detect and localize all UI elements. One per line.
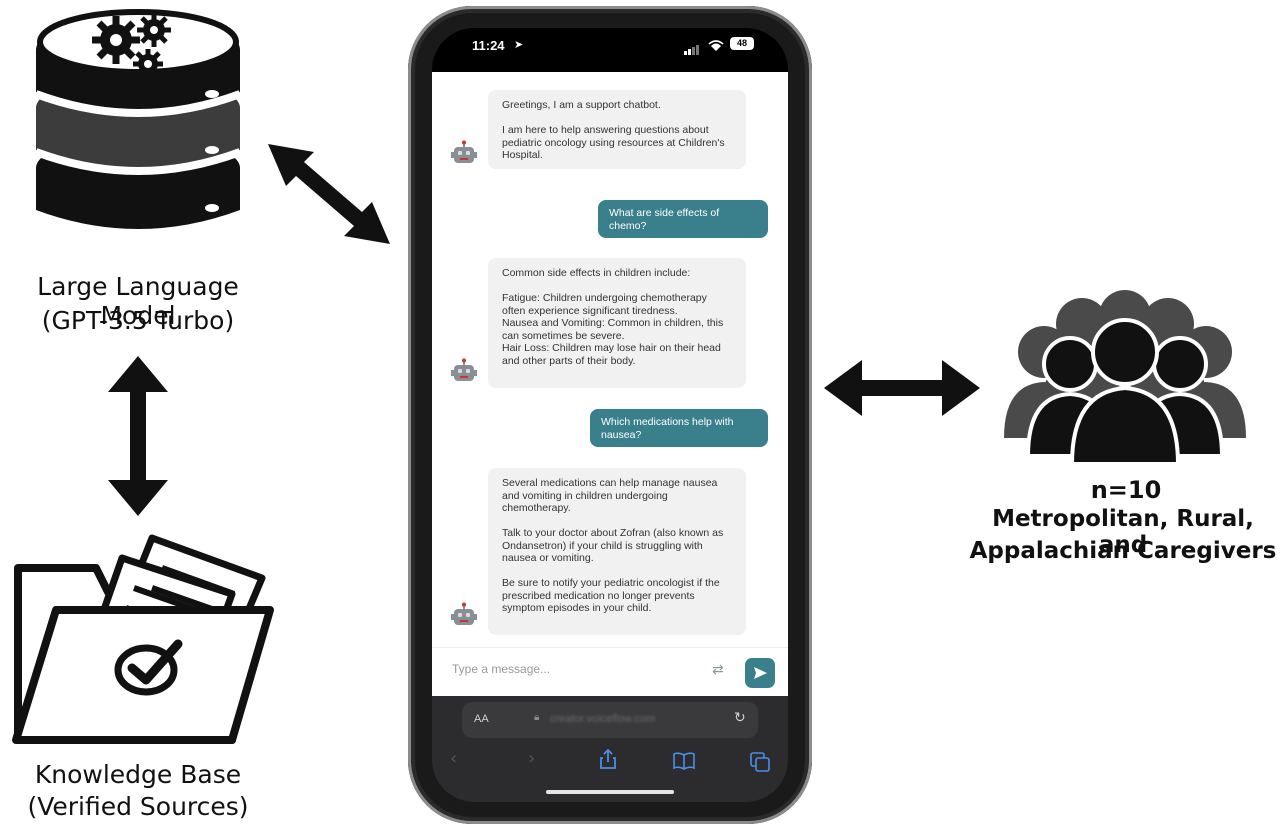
people-icon — [1004, 290, 1246, 464]
checkmark-icon — [114, 639, 183, 696]
refresh-icon[interactable]: ⇄ — [712, 662, 724, 678]
database-icon — [34, 9, 242, 229]
lock-icon: 🔒︎ — [534, 712, 540, 723]
signal-icon — [684, 40, 700, 59]
share-icon[interactable] — [598, 748, 618, 770]
battery-icon: 48 — [730, 37, 754, 50]
forward-icon[interactable]: › — [528, 748, 536, 769]
bot-message: Common side effects in children include:… — [488, 258, 746, 388]
status-time: 11:24 — [472, 38, 505, 53]
bookmarks-icon[interactable] — [672, 752, 696, 770]
caregiver-line2: Appalachian Caregivers — [969, 538, 1277, 564]
double-arrow-icon — [108, 356, 168, 516]
llm-title: Large Language Model — [37, 272, 239, 330]
home-indicator — [546, 790, 674, 794]
status-bar: 11:24 ➤ 48 — [432, 28, 788, 72]
caregiver-count: n=10 — [1090, 476, 1162, 504]
reload-icon[interactable]: ↻ — [734, 710, 746, 726]
send-icon — [754, 667, 767, 679]
phone-screen: 11:24 ➤ 48 Greetings, I am a support cha… — [432, 28, 788, 802]
location-icon: ➤ — [514, 38, 524, 51]
bot-message: Greetings, I am a support chatbot. I am … — [488, 90, 746, 169]
gears-icon — [92, 13, 171, 79]
browser-toolbar: AA 🔒︎ creator.voiceflow.com ↻ ‹ › — [432, 696, 788, 802]
double-arrow-icon — [268, 144, 390, 244]
double-arrow-icon — [824, 360, 980, 416]
wifi-icon — [708, 37, 724, 56]
caregiver-line1: Metropolitan, Rural, and — [992, 506, 1254, 558]
user-message: What are side effects of chemo? — [598, 200, 768, 238]
kb-subtitle: (Verified Sources) — [27, 792, 249, 821]
robot-avatar-icon — [451, 140, 477, 163]
robot-avatar-icon — [451, 602, 477, 625]
bot-message: Several medications can help manage naus… — [488, 468, 746, 635]
back-icon[interactable]: ‹ — [450, 748, 458, 769]
text-size-button[interactable]: AA — [474, 713, 489, 725]
folder-icon — [12, 534, 274, 744]
message-input[interactable]: Type a message... — [452, 662, 551, 676]
url-bar[interactable]: AA 🔒︎ creator.voiceflow.com ↻ — [462, 702, 758, 738]
robot-avatar-icon — [451, 358, 477, 381]
chat-area: Greetings, I am a support chatbot. I am … — [432, 72, 788, 697]
tabs-icon[interactable] — [750, 752, 770, 772]
message-input-bar: Type a message... ⇄ — [432, 647, 788, 697]
kb-title: Knowledge Base — [34, 760, 242, 789]
phone-frame: 11:24 ➤ 48 Greetings, I am a support cha… — [408, 6, 812, 824]
user-message: Which medications help with nausea? — [590, 409, 768, 447]
url-text: creator.voiceflow.com — [550, 713, 656, 725]
llm-subtitle: (GPT-3.5 Turbo) — [41, 306, 235, 335]
send-button[interactable] — [745, 658, 775, 688]
